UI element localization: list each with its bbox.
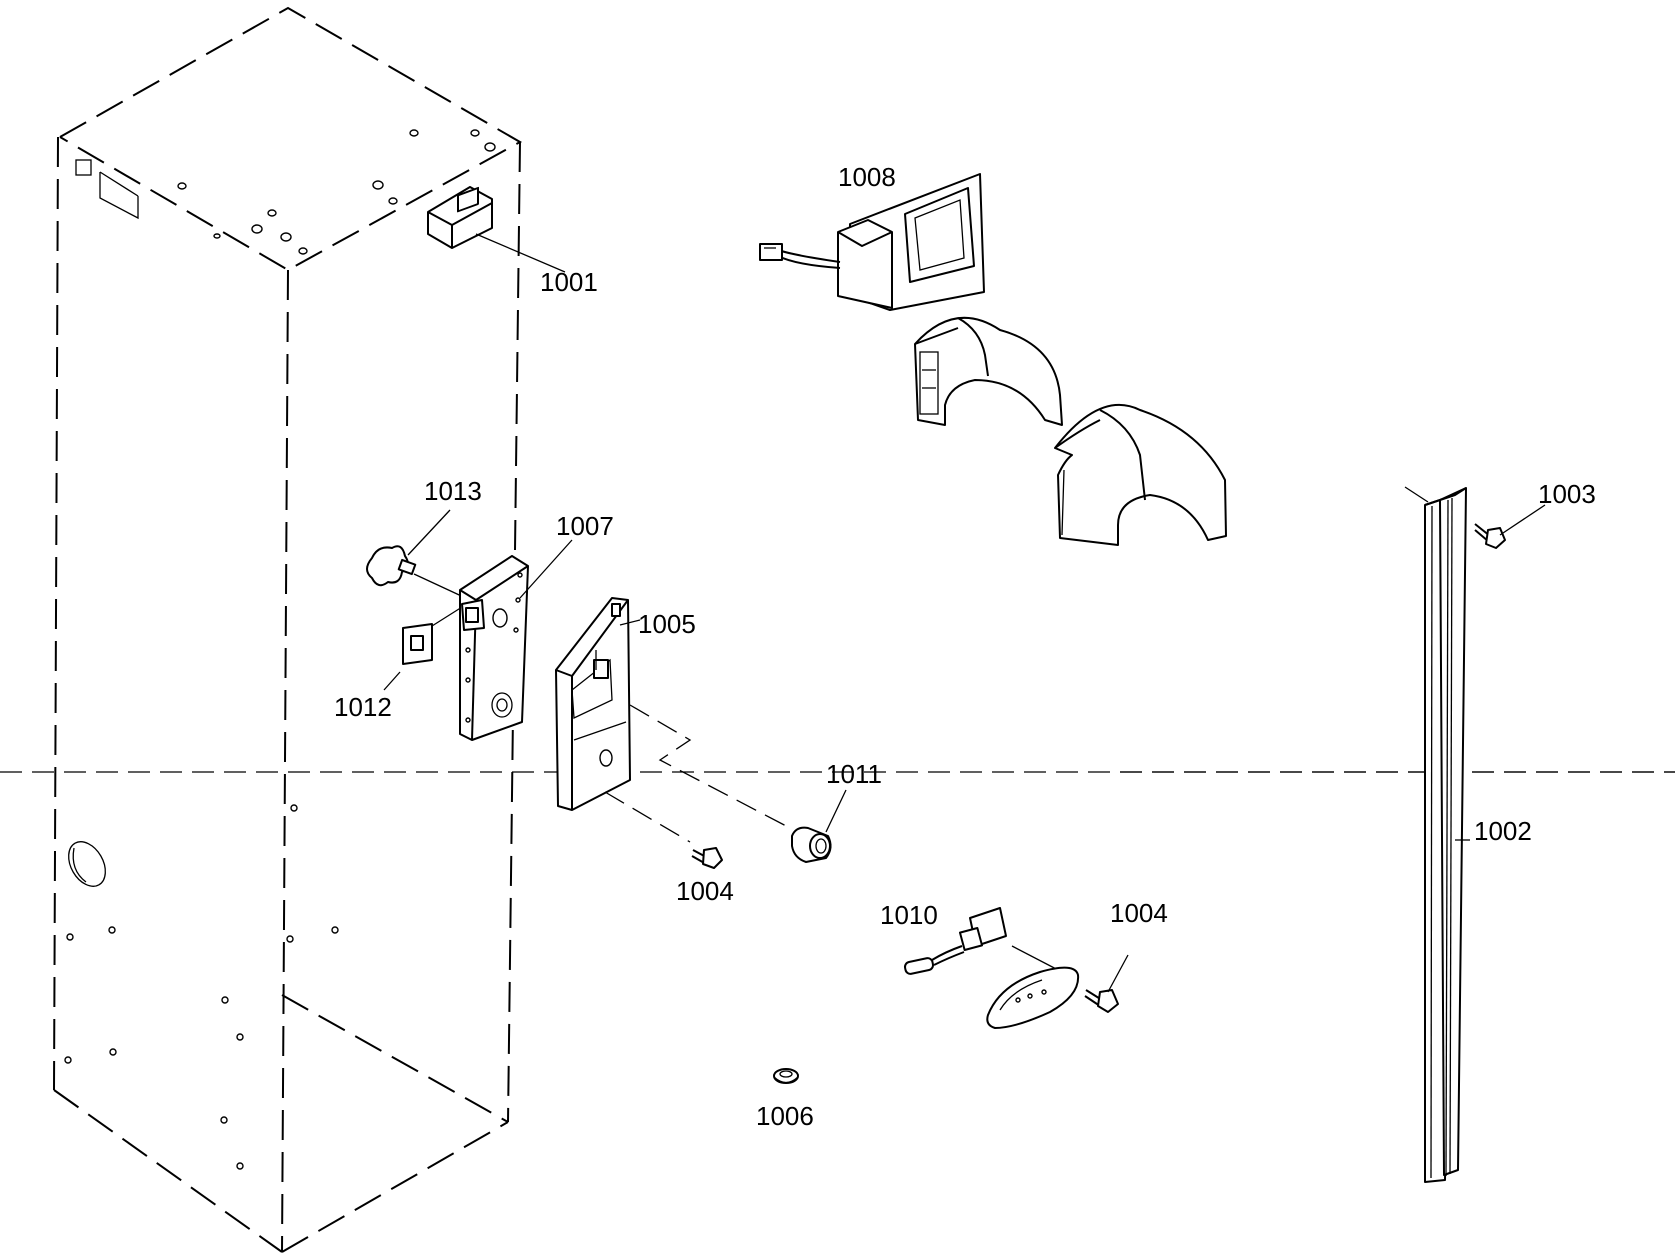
part-1013-knob (366, 509, 471, 601)
part-1010-sensor-harness (903, 907, 1063, 975)
label-1004-left: 1004 (676, 876, 734, 906)
label-1013: 1013 (424, 476, 482, 506)
label-1001: 1001 (540, 267, 598, 297)
part-1003-screw (1474, 504, 1546, 549)
label-1012: 1012 (334, 692, 392, 722)
part-1012-gasket (383, 601, 471, 691)
part-1008-housing (759, 173, 985, 311)
label-1008: 1008 (838, 162, 896, 192)
sensor-cover-plate (986, 966, 1080, 1029)
part-1006-grommet (773, 1068, 799, 1084)
cabinet-outline (53, 6, 523, 1253)
part-1004a-screw (691, 847, 723, 869)
part-1005-bracket (555, 597, 791, 843)
part-1007-control-board (459, 539, 573, 741)
label-1007: 1007 (556, 511, 614, 541)
part-1001-module (427, 186, 566, 273)
part-1004b-screw (1084, 954, 1129, 1013)
insulation-block-lower (1054, 403, 1227, 546)
part-1011-grommet (791, 789, 847, 863)
label-1003: 1003 (1538, 479, 1596, 509)
label-1006: 1006 (756, 1101, 814, 1131)
label-1011: 1011 (826, 759, 882, 789)
insulation-block-upper (914, 316, 1063, 426)
label-1005: 1005 (638, 609, 696, 639)
label-1002: 1002 (1474, 816, 1532, 846)
label-1004-right: 1004 (1110, 898, 1168, 928)
part-1002-trim-strip (1404, 486, 1470, 1183)
label-1010: 1010 (880, 900, 938, 930)
